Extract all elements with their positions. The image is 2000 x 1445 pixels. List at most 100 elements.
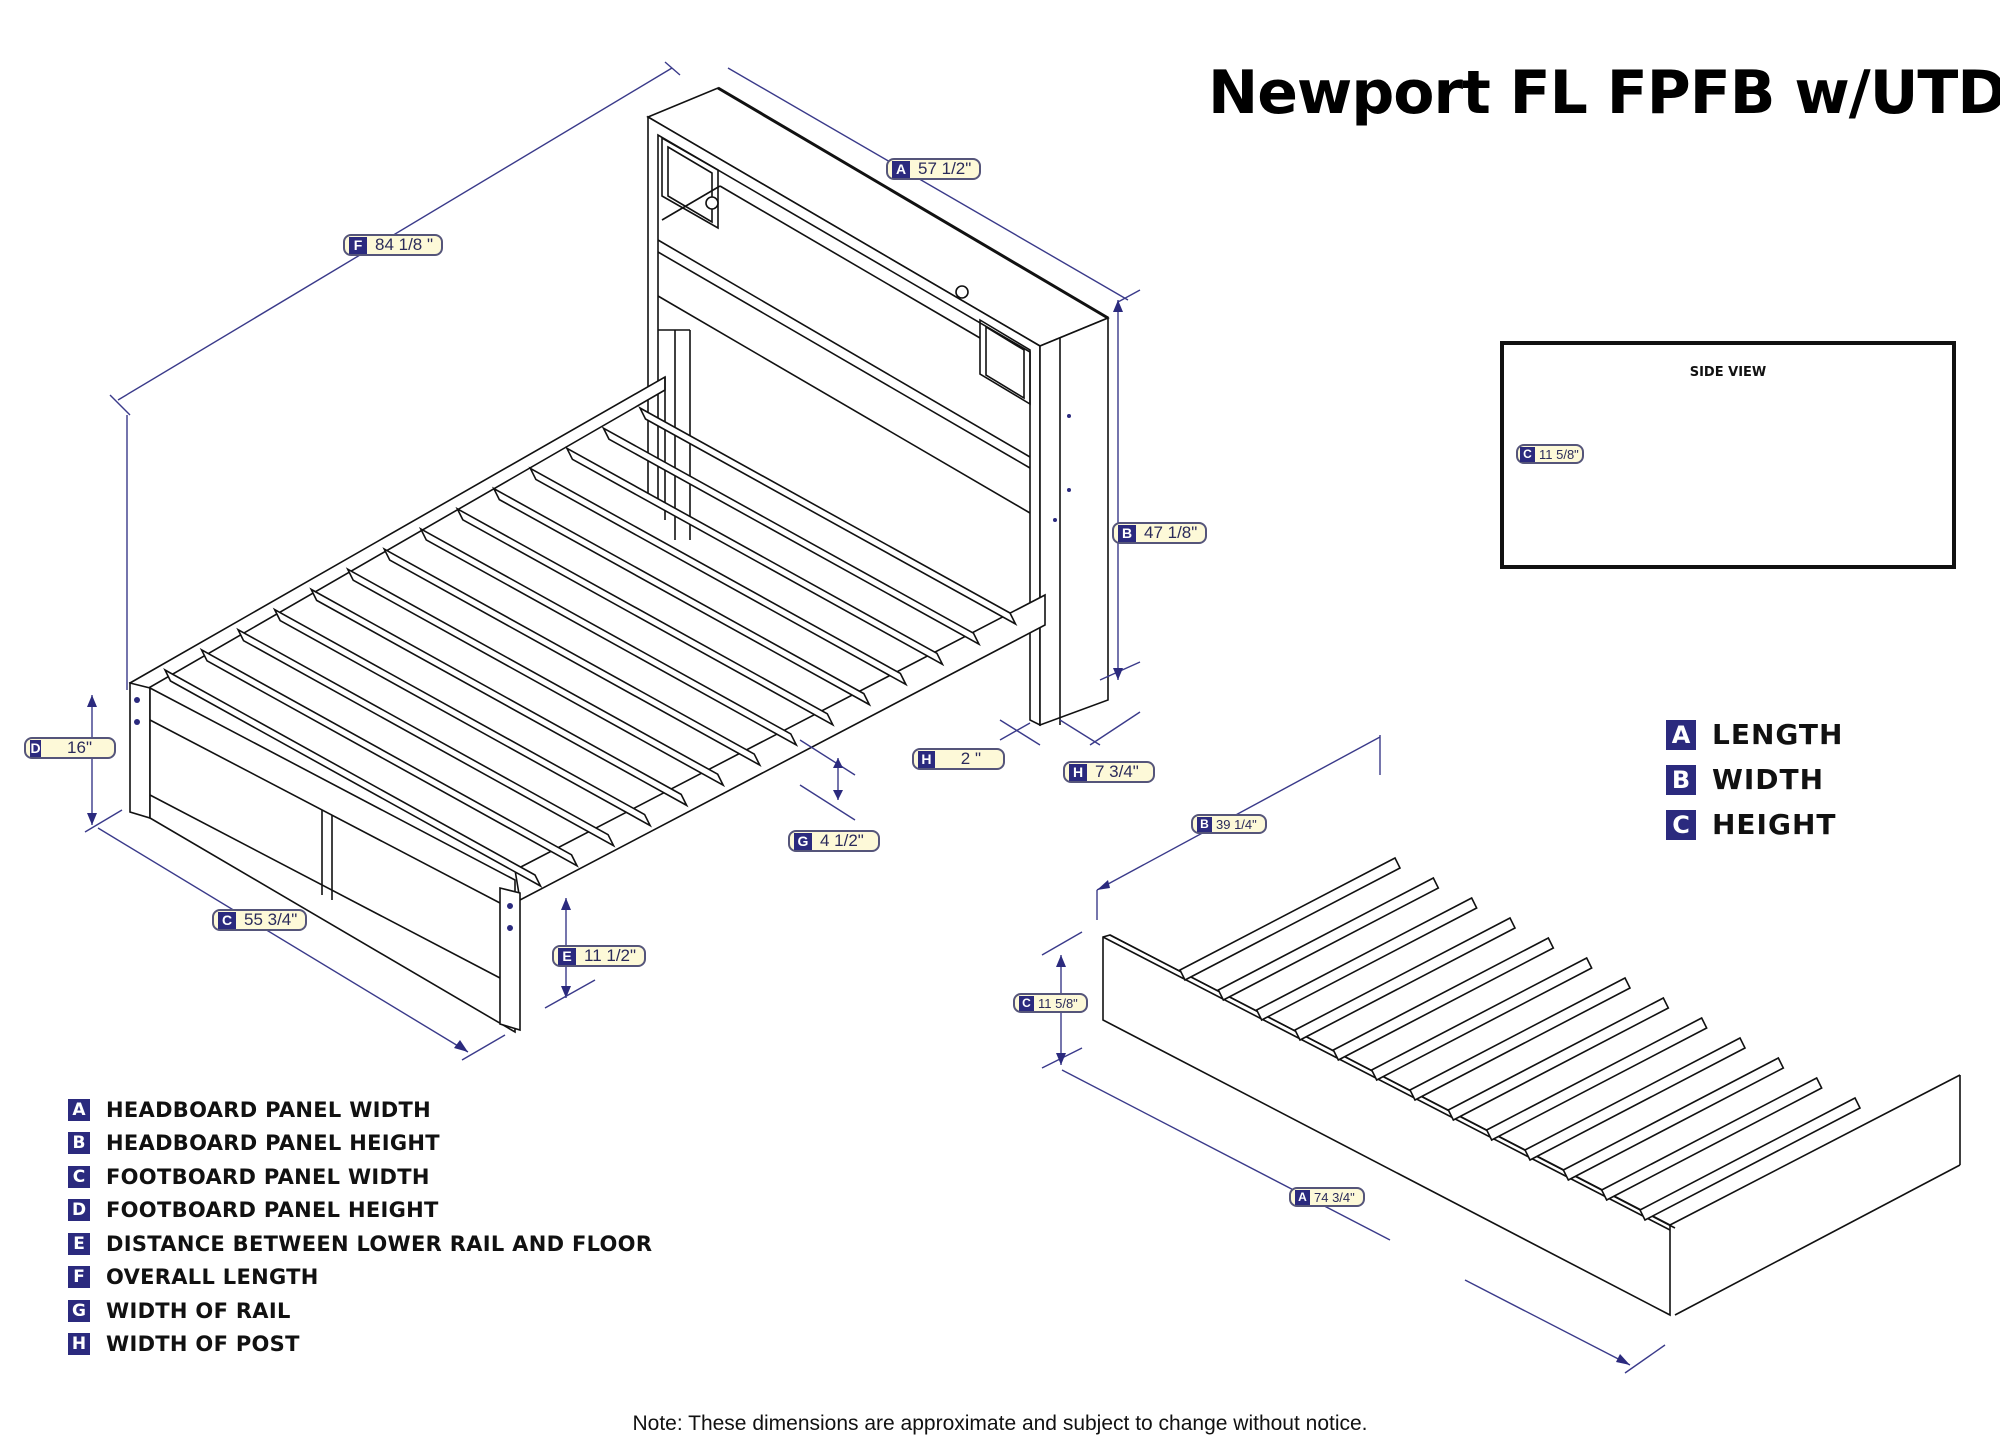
slat <box>382 547 762 768</box>
letter-badge: H <box>918 750 935 768</box>
dimension-value: 84 1/8 " <box>375 235 434 254</box>
legend-item: F OVERALL LENGTH <box>68 1261 652 1295</box>
letter-badge: G <box>68 1299 90 1322</box>
dimension-callout-a: A 57 1/2" <box>886 158 982 180</box>
slat <box>1217 876 1440 1002</box>
letter-badge: C <box>68 1165 90 1188</box>
dimension-callout-e: E 11 1/2" <box>552 945 647 967</box>
letter-badge: D <box>68 1199 90 1222</box>
legend-item: E DISTANCE BETWEEN LOWER RAIL AND FLOOR <box>68 1227 652 1261</box>
slat <box>491 486 872 707</box>
letter-badge: A <box>1666 719 1696 750</box>
dimension-value: 11 5/8" <box>1038 995 1078 1011</box>
slat <box>1255 896 1478 1022</box>
letter-badge: C <box>218 911 236 929</box>
dimension-callout-d: D 16" <box>24 737 116 759</box>
dimension-value: 7 3/4" <box>1095 762 1139 781</box>
slat <box>1600 1076 1823 1202</box>
dimension-lines <box>84 61 1666 1374</box>
legend-label: FOOTBOARD PANEL WIDTH <box>106 1164 430 1189</box>
letter-badge: B <box>1197 816 1212 832</box>
trundle-callout-b: B 39 1/4" <box>1191 814 1267 834</box>
slat <box>1485 1016 1708 1142</box>
slat <box>1638 1096 1862 1222</box>
legend-label: HEADBOARD PANEL HEIGHT <box>106 1131 440 1156</box>
letter-badge: C <box>1520 446 1535 462</box>
slat <box>638 406 1018 626</box>
key-item: B WIDTH <box>1666 757 1843 802</box>
dimension-value: 11 5/8" <box>1539 446 1579 462</box>
key-item: C HEIGHT <box>1666 802 1843 847</box>
letter-badge: B <box>1666 764 1696 795</box>
letter-badge: E <box>558 947 576 965</box>
letter-badge: H <box>68 1333 90 1356</box>
slat <box>199 647 579 868</box>
slat <box>345 567 726 788</box>
legend-label: DISTANCE BETWEEN LOWER RAIL AND FLOOR <box>106 1231 653 1256</box>
trundle-slats <box>1178 856 1862 1222</box>
legend-label: OVERALL LENGTH <box>106 1265 319 1290</box>
key-label: HEIGHT <box>1712 808 1837 841</box>
side-view-panel: SIDE VIEW <box>1500 341 1956 569</box>
slat <box>601 426 981 647</box>
slat <box>163 668 543 888</box>
slat <box>455 506 835 727</box>
bed-frame <box>128 375 1046 1034</box>
slat <box>418 526 799 747</box>
dimension-value: 11 1/2" <box>584 946 637 965</box>
legend-label: WIDTH OF RAIL <box>106 1298 291 1323</box>
letter-badge: F <box>349 236 367 254</box>
letter-badge: F <box>68 1266 90 1289</box>
letter-badge: C <box>1666 809 1696 840</box>
slat <box>1293 916 1517 1042</box>
legend-label: HEADBOARD PANEL WIDTH <box>106 1097 432 1122</box>
side-view-callout-c: C 11 5/8" <box>1516 444 1584 464</box>
dimension-callout-h-2: H 2 " <box>912 748 1005 770</box>
door-knob-icon <box>955 285 969 299</box>
slat <box>528 466 908 687</box>
disclaimer-note: Note: These dimensions are approximate a… <box>632 1412 1368 1435</box>
letter-badge: G <box>794 832 812 850</box>
letter-badge: A <box>1295 1189 1310 1205</box>
slat <box>1408 976 1632 1102</box>
trundle <box>1102 856 1961 1317</box>
legend-label: WIDTH OF POST <box>106 1332 300 1357</box>
headboard <box>646 86 1110 727</box>
dimension-value: 57 1/2" <box>918 159 972 178</box>
dimension-callout-f: F 84 1/8 " <box>343 234 444 256</box>
bed-legend: A HEADBOARD PANEL WIDTH B HEADBOARD PANEL … <box>68 1093 652 1361</box>
dimension-value: 16" <box>67 738 92 757</box>
dimension-value: 2 " <box>960 749 981 768</box>
letter-badge: A <box>892 160 910 178</box>
slat <box>309 587 689 808</box>
page-title: Newport FL FPFB w/UTDL <box>1208 58 2000 128</box>
legend-item: H WIDTH OF POST <box>68 1328 652 1362</box>
letter-badge: H <box>1069 763 1087 781</box>
slat <box>565 446 945 667</box>
slat <box>1523 1036 1747 1162</box>
trundle-callout-a: A 74 3/4" <box>1289 1187 1365 1207</box>
slat <box>1332 936 1555 1062</box>
key-item: A LENGTH <box>1666 712 1843 757</box>
dimension-value: 55 3/4" <box>244 910 298 929</box>
dimension-value: 39 1/4" <box>1216 816 1257 832</box>
letter-badge: C <box>1019 995 1034 1011</box>
dimension-callout-b: B 47 1/8" <box>1112 522 1208 544</box>
dimension-value: 4 1/2" <box>820 831 864 850</box>
key-label: WIDTH <box>1712 763 1825 796</box>
bed-slats <box>163 406 1018 888</box>
legend-item: B HEADBOARD PANEL HEIGHT <box>68 1127 652 1161</box>
legend-item: C FOOTBOARD PANEL WIDTH <box>68 1160 652 1194</box>
letter-badge: A <box>68 1098 90 1121</box>
trundle-key: A LENGTH B WIDTH C HEIGHT <box>1666 712 1843 847</box>
letter-badge: E <box>68 1232 90 1255</box>
slat <box>236 627 616 848</box>
legend-item: G WIDTH OF RAIL <box>68 1294 652 1328</box>
letter-badge: B <box>68 1132 90 1155</box>
dimension-value: 74 3/4" <box>1314 1189 1355 1205</box>
dimension-callout-h-7-3-4: H 7 3/4" <box>1063 761 1155 783</box>
slat <box>1370 956 1593 1082</box>
letter-badge: D <box>30 739 42 757</box>
